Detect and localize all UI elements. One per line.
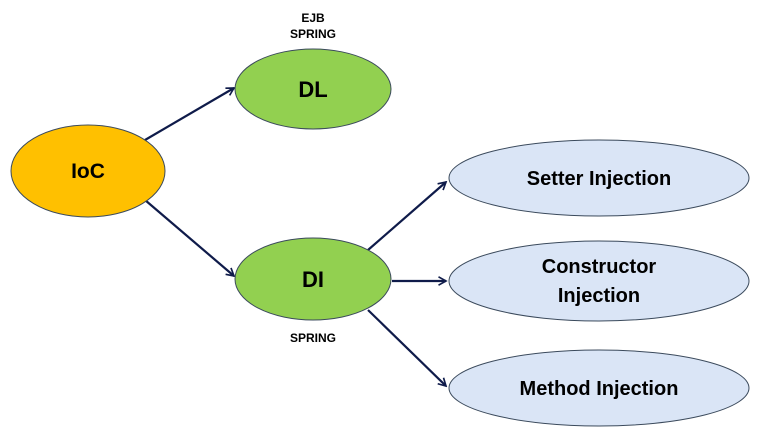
edge-di-to-method bbox=[367, 309, 446, 386]
edges bbox=[144, 87, 446, 386]
edge-ioc-to-dl bbox=[144, 87, 234, 141]
node-ioc-shape bbox=[10, 124, 166, 218]
dl-annotation-ejb: EJB bbox=[301, 11, 325, 25]
node-constructor-injection-label-line1: Constructor bbox=[542, 256, 657, 278]
node-method-injection-shape bbox=[448, 349, 750, 427]
edge-ioc-to-di bbox=[144, 199, 234, 276]
node-setter-injection: Setter Injection bbox=[448, 139, 750, 217]
node-ioc-label: IoC bbox=[71, 160, 105, 183]
node-di-shape bbox=[234, 237, 392, 321]
node-constructor-injection-label-line2: Injection bbox=[558, 285, 640, 307]
di-annotation-spring: SPRING bbox=[290, 331, 336, 345]
node-constructor-injection: Constructor Injection bbox=[448, 240, 750, 322]
node-dl-shape bbox=[234, 48, 392, 130]
node-setter-injection-label: Setter Injection bbox=[527, 168, 671, 190]
node-di-label: DI bbox=[302, 267, 324, 292]
node-dl-label: DL bbox=[298, 77, 327, 102]
node-method-injection-label: Method Injection bbox=[520, 378, 679, 400]
node-ioc: IoC bbox=[10, 124, 166, 218]
node-dl: DL bbox=[234, 48, 392, 130]
dl-annotation-spring: SPRING bbox=[290, 27, 336, 41]
edge-di-to-setter bbox=[367, 182, 446, 251]
node-method-injection: Method Injection bbox=[448, 349, 750, 427]
node-constructor-injection-shape bbox=[448, 240, 750, 322]
node-di: DI bbox=[234, 237, 392, 321]
node-setter-injection-shape bbox=[448, 139, 750, 217]
